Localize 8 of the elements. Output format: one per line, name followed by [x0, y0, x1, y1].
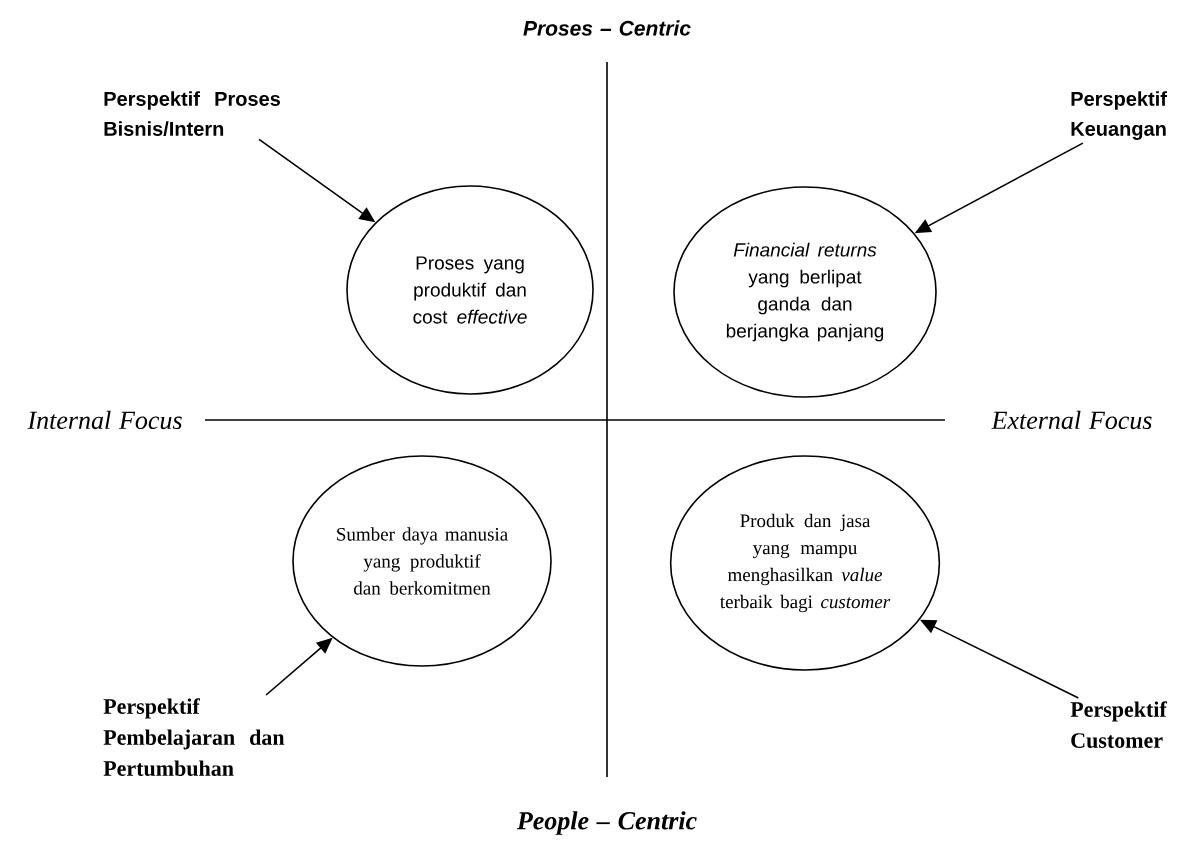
axis-label: Proses – Centric	[523, 20, 691, 36]
perspective-label: Perspektif Proses Bisnis/Intern	[104, 91, 280, 137]
axis-label: External Focus	[991, 410, 1152, 430]
axis-label: People – Centric	[516, 811, 697, 835]
perspective-label: Perspektif Keuangan	[1071, 91, 1167, 140]
perspective-label: Perspektif Pembelajaran dan Pertumbuhan	[103, 698, 285, 776]
axis-label: Internal Focus	[27, 410, 182, 430]
perspective-label: Perspektif Customer	[1070, 701, 1167, 748]
